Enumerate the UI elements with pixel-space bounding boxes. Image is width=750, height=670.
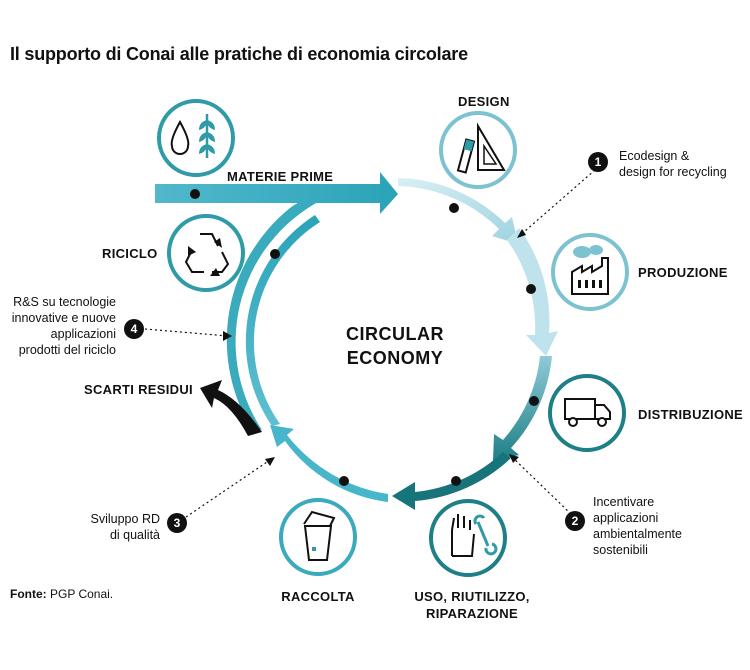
- page-title: Il supporto di Conai alle pratiche di ec…: [10, 44, 468, 64]
- label-uso-line1: USO, RIUTILIZZO,: [414, 589, 529, 604]
- trash-bin-icon: [279, 498, 357, 576]
- note-text-line: prodotti del riciclo: [19, 343, 116, 357]
- ring-segment-raccolta: [270, 425, 388, 502]
- center-title-line2: ECONOMY: [347, 348, 444, 368]
- label-produzione: PRODUZIONE: [638, 265, 728, 280]
- note-text-line: applicazioni: [593, 511, 658, 525]
- label-raccolta: RACCOLTA: [281, 589, 355, 604]
- note-badge-number: 1: [595, 155, 602, 169]
- source-text: PGP Conai.: [46, 587, 114, 601]
- note-badge-1: [588, 152, 608, 172]
- ring-segment-distribuzione: [493, 356, 552, 461]
- note-4: 4 R&S su tecnologie innovative e nuove a…: [12, 295, 232, 357]
- note-text-line: R&S su tecnologie: [13, 295, 116, 309]
- source-note: Fonte: PGP Conai.: [10, 587, 113, 601]
- note-badge-number: 4: [131, 322, 138, 336]
- note-badge-number: 3: [174, 516, 181, 530]
- ring-dot: [270, 249, 280, 259]
- note-text-line: sostenibili: [593, 543, 648, 557]
- ring-dot: [339, 476, 349, 486]
- note-text-line: Incentivare: [593, 495, 654, 509]
- note-text-line: di qualità: [110, 528, 160, 542]
- gloves-wrench-icon: [429, 499, 507, 577]
- label-materie-prime: MATERIE PRIME: [227, 169, 333, 184]
- ring-dots: [190, 189, 539, 486]
- ring-dot: [526, 284, 536, 294]
- note-text-line: Sviluppo RD: [91, 512, 160, 526]
- label-design: DESIGN: [458, 94, 510, 109]
- water-drop-wheat-icon: [157, 99, 235, 177]
- note-text-line: Ecodesign &: [619, 149, 690, 163]
- label-distribuzione: DISTRIBUZIONE: [638, 407, 743, 422]
- note-text-line: ambientalmente: [593, 527, 682, 541]
- center-title-line1: CIRCULAR: [346, 324, 444, 344]
- ring-dot: [449, 203, 459, 213]
- note-text-line: innovative e nuove: [12, 311, 116, 325]
- scarti-residui-arrow: [200, 380, 262, 436]
- label-scarti-residui: SCARTI RESIDUI: [84, 382, 193, 397]
- note-badge-number: 2: [572, 514, 579, 528]
- recycle-icon: [167, 214, 245, 292]
- ring-dot: [451, 476, 461, 486]
- note-1: 1 Ecodesign & design for recycling: [516, 149, 727, 239]
- note-2: 2 Incentivare applicazioni ambientalment…: [509, 454, 682, 557]
- ring-segment-design: [398, 178, 518, 244]
- ring-segment-uso: [392, 452, 511, 510]
- ring-dot: [529, 396, 539, 406]
- note-text-line: design for recycling: [619, 165, 727, 179]
- note-3: 3 Sviluppo RD di qualità: [91, 457, 275, 542]
- truck-icon: [548, 374, 626, 452]
- note-text-line: applicazioni: [51, 327, 116, 341]
- note-badge-4: [124, 319, 144, 339]
- materie-prime-arrow: [155, 172, 398, 214]
- note-badge-3: [167, 513, 187, 533]
- note-badge-2: [565, 511, 585, 531]
- factory-icon: [551, 233, 629, 311]
- ring-dot: [190, 189, 200, 199]
- label-uso-line2: RIPARAZIONE: [426, 606, 518, 621]
- ruler-pencil-icon: [439, 111, 517, 189]
- source-label: Fonte:: [10, 587, 47, 601]
- label-riciclo: RICICLO: [102, 246, 158, 261]
